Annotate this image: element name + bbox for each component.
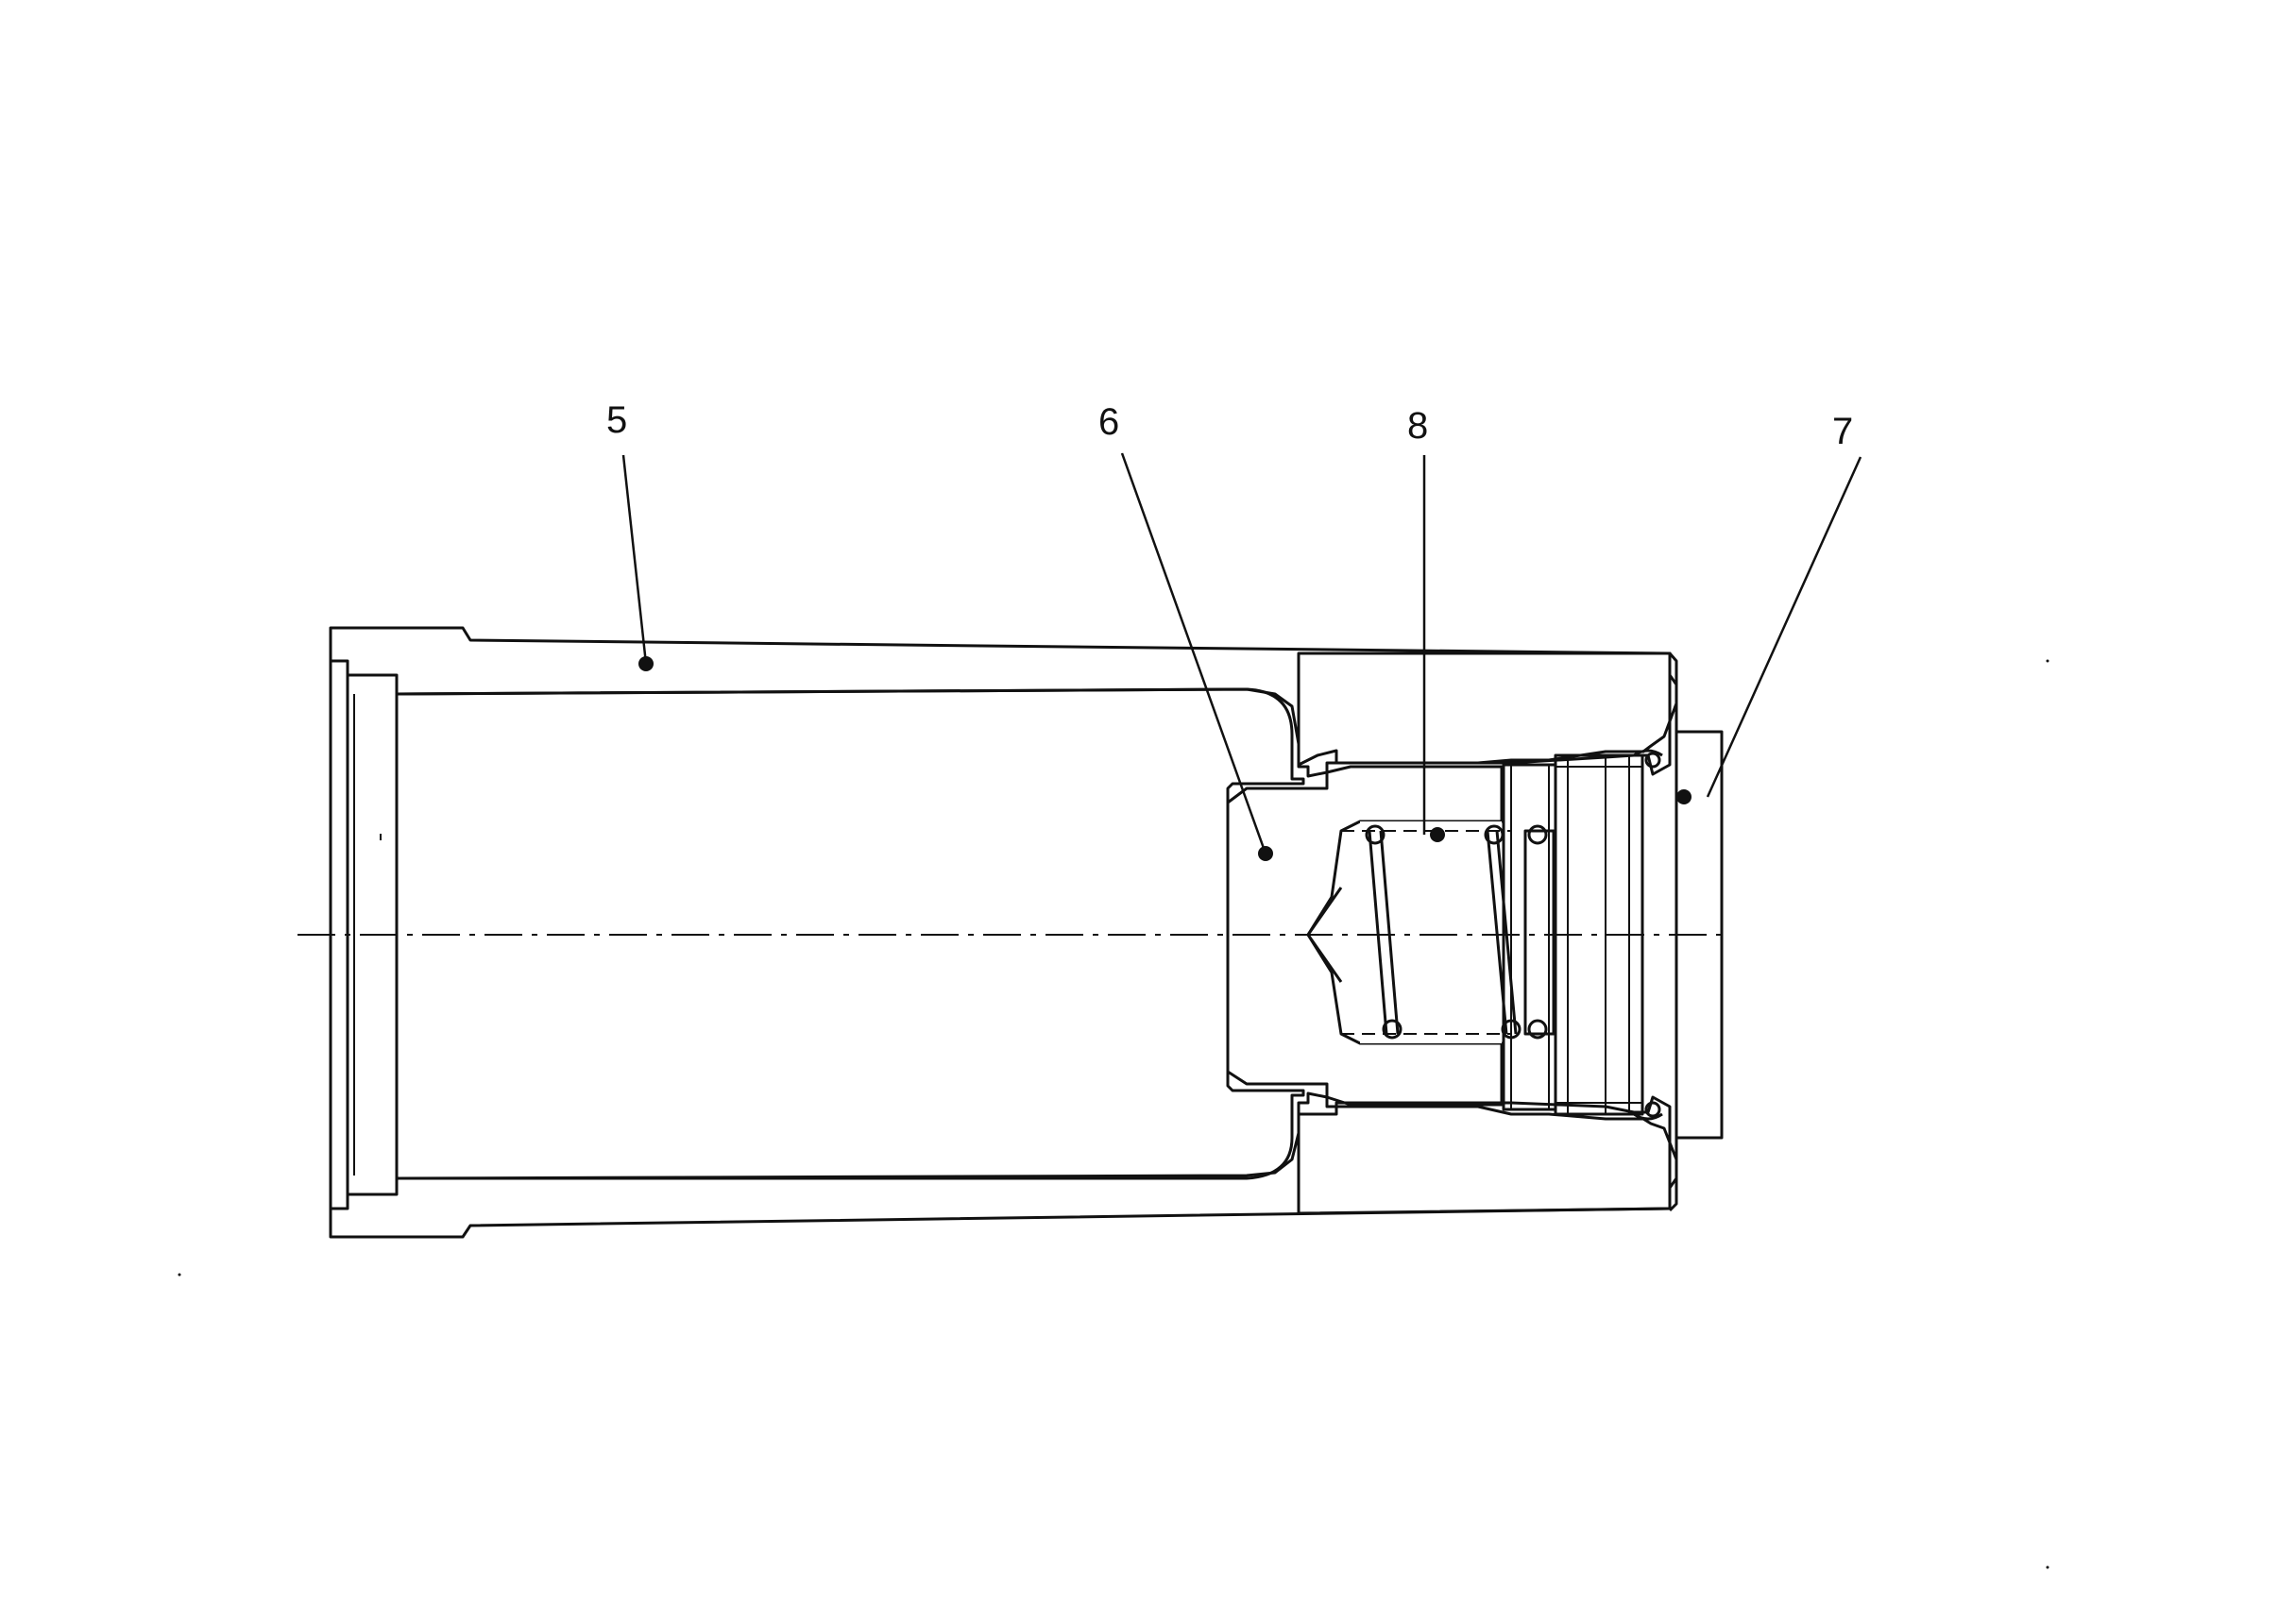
label-6: 6 (1098, 401, 1119, 443)
housing-left-step (329, 628, 399, 1237)
spring-wire-top-left (1365, 824, 1386, 845)
label-5: 5 (606, 399, 627, 441)
leader-7 (1706, 456, 1862, 798)
dot-7 (1676, 789, 1692, 804)
spring-coil-4 (1495, 830, 1518, 1035)
label-7: 7 (1832, 411, 1853, 452)
dot-6 (1258, 846, 1273, 861)
dot-8 (1430, 827, 1445, 842)
spring-coil-1 (1368, 830, 1388, 1035)
spring-coil-2 (1379, 830, 1400, 1035)
spring-part-8 (1341, 821, 1522, 1043)
spring-guide (1502, 763, 1557, 1111)
housing-lower-section (329, 1091, 1678, 1239)
label-8: 8 (1407, 405, 1428, 447)
leader-5 (621, 454, 648, 665)
leader-6 (1120, 452, 1267, 854)
housing-upper-section (329, 626, 1678, 778)
spring-wire-bottom-left (1382, 1019, 1402, 1040)
dot-5 (638, 656, 654, 671)
leader-lines (621, 452, 1862, 854)
